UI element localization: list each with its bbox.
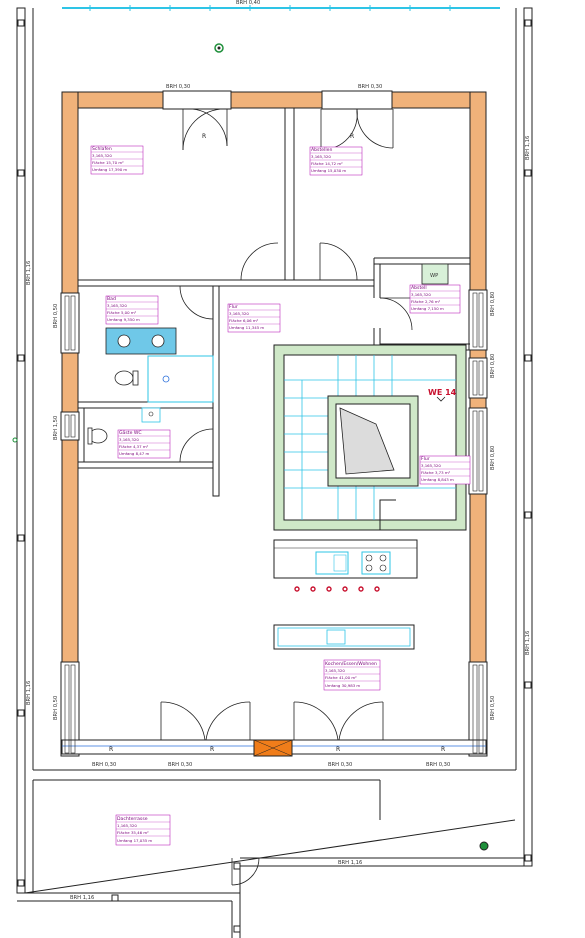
svg-text:Umfang 8,843 m: Umfang 8,843 m [421,477,454,482]
svg-text:Flur: Flur [421,456,430,462]
room-tag-gaeste-wc: Gäste WC 3,165,320 Fläche 4,37 m² Umfang… [117,429,171,459]
bath-vanity [105,327,177,355]
svg-text:Fläche 3,73 m²: Fläche 3,73 m² [421,470,451,475]
heat-pump [421,263,449,285]
svg-text:R: R [336,746,340,753]
svg-text:3,165,320: 3,165,320 [119,437,139,442]
svg-text:Umfang 9,350 m: Umfang 9,350 m [107,317,140,322]
svg-text:R: R [441,746,445,753]
svg-text:BRH 0,80: BRH 0,80 [490,446,496,470]
svg-text:Fläche 5,00 m²: Fläche 5,00 m² [107,310,137,315]
svg-text:BRH 0,30: BRH 0,30 [358,84,382,90]
svg-text:BRH 1,16: BRH 1,16 [70,895,94,901]
svg-text:BRH 0,80: BRH 0,80 [490,292,496,316]
svg-text:BRH 1,16: BRH 1,16 [338,860,362,866]
svg-text:Gäste WC: Gäste WC [119,430,142,436]
room-tag-abstellen: Abstellen 3,165,320 Fläche 14,72 m² Umfa… [309,146,363,176]
svg-text:3,165,320: 3,165,320 [92,153,112,158]
svg-text:Abstell: Abstell [411,285,427,291]
bar-stools [294,586,380,592]
svg-text:BRH 0,50: BRH 0,50 [53,696,59,720]
svg-text:Fläche 2,76 m²: Fläche 2,76 m² [411,299,441,304]
room-tag-schlafen: Schlafen 3,165,320 Fläche 15,70 m² Umfan… [90,145,144,175]
doors [160,108,465,886]
svg-text:BRH 0,50: BRH 0,50 [53,304,59,328]
svg-text:BRH 0,30: BRH 0,30 [92,762,116,768]
svg-text:Fläche 15,70 m²: Fläche 15,70 m² [92,160,124,165]
svg-text:BRH 0,30: BRH 0,30 [168,762,192,768]
svg-text:BRH 0,80: BRH 0,80 [490,354,496,378]
outer-frame [16,7,533,938]
room-tag-abstell: Abstell 3,165,320 Fläche 2,76 m² Umfang … [409,284,461,314]
terrace-drain-icon [479,841,489,851]
svg-text:Fläche 14,72 m²: Fläche 14,72 m² [311,161,343,166]
svg-text:Dachterrasse: Dachterrasse [117,816,148,822]
svg-text:Bad: Bad [107,296,116,302]
svg-text:Umfang 11,345 m: Umfang 11,345 m [229,325,264,330]
frame-studs [17,19,532,933]
svg-text:Flur: Flur [229,304,238,310]
svg-text:Umfang 15,030 m: Umfang 15,030 m [311,168,346,173]
svg-text:BRH 0,30: BRH 0,30 [426,762,450,768]
svg-text:Fläche 41,00 m²: Fläche 41,00 m² [325,675,357,680]
door-r-markers: R R R R R R [109,133,445,753]
svg-text:BRH 1,16: BRH 1,16 [525,136,531,160]
svg-text:BRH 1,16: BRH 1,16 [26,681,32,705]
svg-text:R: R [109,746,113,753]
svg-text:BRH 0,50: BRH 0,50 [490,696,496,720]
top-edge-ticks [89,5,451,11]
svg-text:3,165,320: 3,165,320 [325,668,345,673]
island-sink [326,629,346,645]
svg-text:R: R [210,746,214,753]
heat-pump-label: WP [430,273,438,279]
elevator-shaft [339,407,395,475]
reference-point-icon [12,437,18,443]
svg-text:3,165,320: 3,165,320 [311,154,331,159]
kitchen-sink [315,551,349,575]
room-tag-bad: Bad 3,165,320 Fläche 5,00 m² Umfang 9,35… [105,295,159,325]
svg-text:Fläche 35,46 m²: Fläche 35,46 m² [117,830,149,835]
svg-text:Fläche 4,37 m²: Fläche 4,37 m² [119,444,149,449]
svg-text:Kochen/Essen/Wohnen: Kochen/Essen/Wohnen [325,661,377,667]
svg-text:BRH 0,30: BRH 0,30 [328,762,352,768]
svg-text:R: R [202,133,206,140]
unit-label: WE 14 [428,388,457,397]
svg-text:Umfang 30,983 m: Umfang 30,983 m [325,683,360,688]
svg-text:BRH 0,30: BRH 0,30 [166,84,190,90]
svg-text:Fläche 6,06 m²: Fläche 6,06 m² [229,318,259,323]
window-sashes [64,292,484,754]
svg-text:BRH 1,16: BRH 1,16 [26,261,32,285]
svg-text:BRH 1,16: BRH 1,16 [525,631,531,655]
shower [147,355,214,403]
room-tag-flur: Flur 3,165,320 Fläche 6,06 m² Umfang 11,… [227,303,281,333]
svg-text:3,165,320: 3,165,320 [421,463,441,468]
bath-toilet [114,370,134,386]
svg-text:3,165,320: 3,165,320 [229,311,249,316]
wall-openings [60,90,488,757]
stair-steps [284,355,456,520]
svg-text:Umfang 7,150 m: Umfang 7,150 m [411,306,444,311]
svg-text:1,165,320: 1,165,320 [117,823,137,828]
room-tag-dachterrasse: Dachterrasse 1,165,320 Fläche 35,46 m² U… [115,814,171,846]
svg-text:3,165,320: 3,165,320 [107,303,127,308]
svg-text:Umfang 8,47 m: Umfang 8,47 m [119,451,149,456]
room-tag-kochen-essen-wohnen: Kochen/Essen/Wohnen 3,165,320 Fläche 41,… [323,659,381,691]
wc-basin [141,407,161,423]
svg-text:R: R [350,133,354,140]
room-tag-flur-2: Flur 3,165,320 Fläche 3,73 m² Umfang 8,8… [419,455,471,485]
brh-labels: BRH 0,30 BRH 0,30 BRH 0,30 BRH 0,30 BRH … [26,84,531,901]
svg-text:Schlafen: Schlafen [92,146,112,152]
svg-text:Abstellen: Abstellen [311,147,332,153]
svg-text:Umfang 17,035 m: Umfang 17,035 m [117,838,152,843]
svg-text:BRH 1,50: BRH 1,50 [53,416,59,440]
svg-text:3,165,320: 3,165,320 [411,292,431,297]
cooktop [361,551,391,575]
kitchen-island [273,624,415,650]
svg-text:Umfang 17,390 m: Umfang 17,390 m [92,167,127,172]
brh-top-label: BRH 0,40 [236,0,260,6]
